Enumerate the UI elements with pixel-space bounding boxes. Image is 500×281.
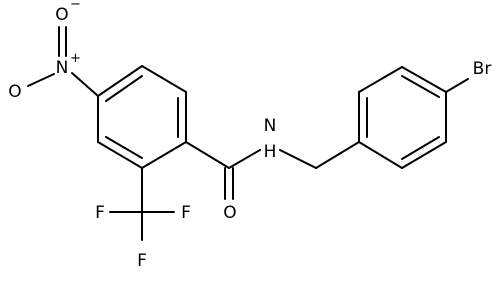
charge-plus: + — [70, 51, 81, 66]
bond-ring1-e — [97, 141, 143, 169]
bond-ring2-e-inner — [401, 136, 440, 160]
bond-ring1-e-inner — [105, 136, 143, 159]
bond-ring1-a — [97, 65, 143, 97]
bond-ring-br — [445, 78, 469, 93]
bond-n-o-left — [27, 73, 55, 87]
atom-label-amide-n: N — [264, 116, 277, 136]
atom-label-amide-h: H — [264, 142, 277, 162]
atom-label-br: Br — [473, 59, 492, 79]
atom-label-f-right: F — [181, 203, 191, 223]
bond-ring2-b — [358, 66, 403, 93]
atom-label-nitro-n: N — [56, 58, 69, 78]
atom-label-nitro-o-top: O — [55, 5, 68, 25]
atom-label-nitro-o-left: O — [8, 82, 21, 102]
bond-n-ring — [71, 72, 99, 97]
bond-ring2-e — [401, 141, 447, 169]
atom-labels: O − N + O N H O Br F F F — [8, 0, 491, 271]
charge-minus: − — [70, 0, 81, 12]
atom-label-f-bottom: F — [137, 251, 147, 271]
atom-label-carbonyl-o: O — [223, 203, 236, 223]
bond-ring2-c — [401, 66, 447, 93]
atom-label-f-left: F — [95, 203, 105, 223]
bond-ring2-f — [358, 141, 403, 169]
bond-ring2-c-inner — [401, 75, 440, 98]
bond-lines — [27, 26, 469, 241]
bond-ring1-b — [141, 65, 187, 93]
bond-ring-carbonyl — [185, 141, 230, 169]
bond-ring1-a-inner — [105, 75, 143, 102]
bond-ch2-ring — [315, 141, 360, 169]
bond-carbonyl-n — [228, 149, 261, 169]
bond-n-ch2 — [279, 149, 317, 169]
bond-ring1-d — [141, 141, 187, 169]
